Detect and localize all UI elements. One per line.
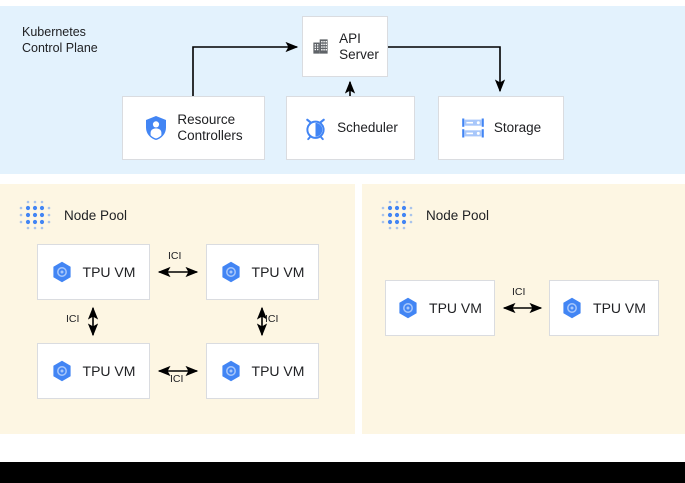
tpu-hexagon-icon: [399, 297, 417, 319]
ici-label-bottom-left-pool: ICI: [170, 373, 184, 385]
tpu-vm-label: TPU VM: [82, 264, 136, 280]
tpu-vm-label: TPU VM: [82, 363, 136, 379]
ici-label-top-left-pool: ICI: [168, 250, 182, 262]
ici-label-right-vertical: ICI: [265, 313, 279, 325]
node-resource-controllers[interactable]: Resource Controllers: [122, 96, 265, 160]
dot-grid-icon: [19, 200, 51, 230]
tpu-hexagon-icon: [52, 261, 71, 283]
ici-label-left-vertical: ICI: [66, 313, 80, 325]
tpu-vm-label: TPU VM: [251, 264, 305, 280]
node-pool-right-header: Node Pool: [380, 198, 489, 232]
tpu-hexagon-icon: [52, 360, 71, 382]
tpu-hexagon-icon: [563, 297, 581, 319]
tpu-vm-label: TPU VM: [251, 363, 305, 379]
shield-person-icon: [146, 116, 167, 140]
node-api-server-label: API Server: [339, 30, 379, 62]
node-pool-right-label: Node Pool: [426, 207, 490, 223]
node-scheduler[interactable]: Scheduler: [286, 96, 415, 160]
tpu-vm-left-pool-top-right[interactable]: TPU VM: [206, 244, 319, 300]
tpu-vm-left-pool-bottom-right[interactable]: TPU VM: [206, 343, 319, 399]
node-pool-left-label: Node Pool: [64, 207, 128, 223]
tpu-hexagon-icon: [221, 360, 240, 382]
tpu-vm-right-pool-left[interactable]: TPU VM: [385, 280, 495, 336]
bottom-bar: [0, 462, 685, 483]
alarm-clock-icon: [306, 118, 325, 140]
tpu-vm-left-pool-bottom-left[interactable]: TPU VM: [37, 343, 150, 399]
tpu-vm-label: TPU VM: [593, 300, 646, 316]
node-resource-controllers-label: Resource Controllers: [177, 112, 243, 143]
tpu-hexagon-icon: [221, 261, 240, 283]
node-scheduler-label: Scheduler: [337, 120, 398, 135]
tpu-vm-label: TPU VM: [429, 300, 482, 316]
tpu-vm-left-pool-top-left[interactable]: TPU VM: [37, 244, 150, 300]
ici-label-right-pool: ICI: [512, 286, 526, 298]
dot-grid-icon: [381, 200, 413, 230]
building-icon: [313, 39, 328, 54]
node-api-server[interactable]: API Server: [302, 16, 388, 77]
node-storage-label: Storage: [493, 120, 542, 135]
node-pool-left-header: Node Pool: [18, 198, 127, 232]
control-plane-title: Kubernetes Control Plane: [22, 25, 98, 55]
tpu-vm-right-pool-right[interactable]: TPU VM: [549, 280, 659, 336]
node-storage[interactable]: Storage: [438, 96, 564, 160]
server-rack-icon: [462, 118, 484, 138]
